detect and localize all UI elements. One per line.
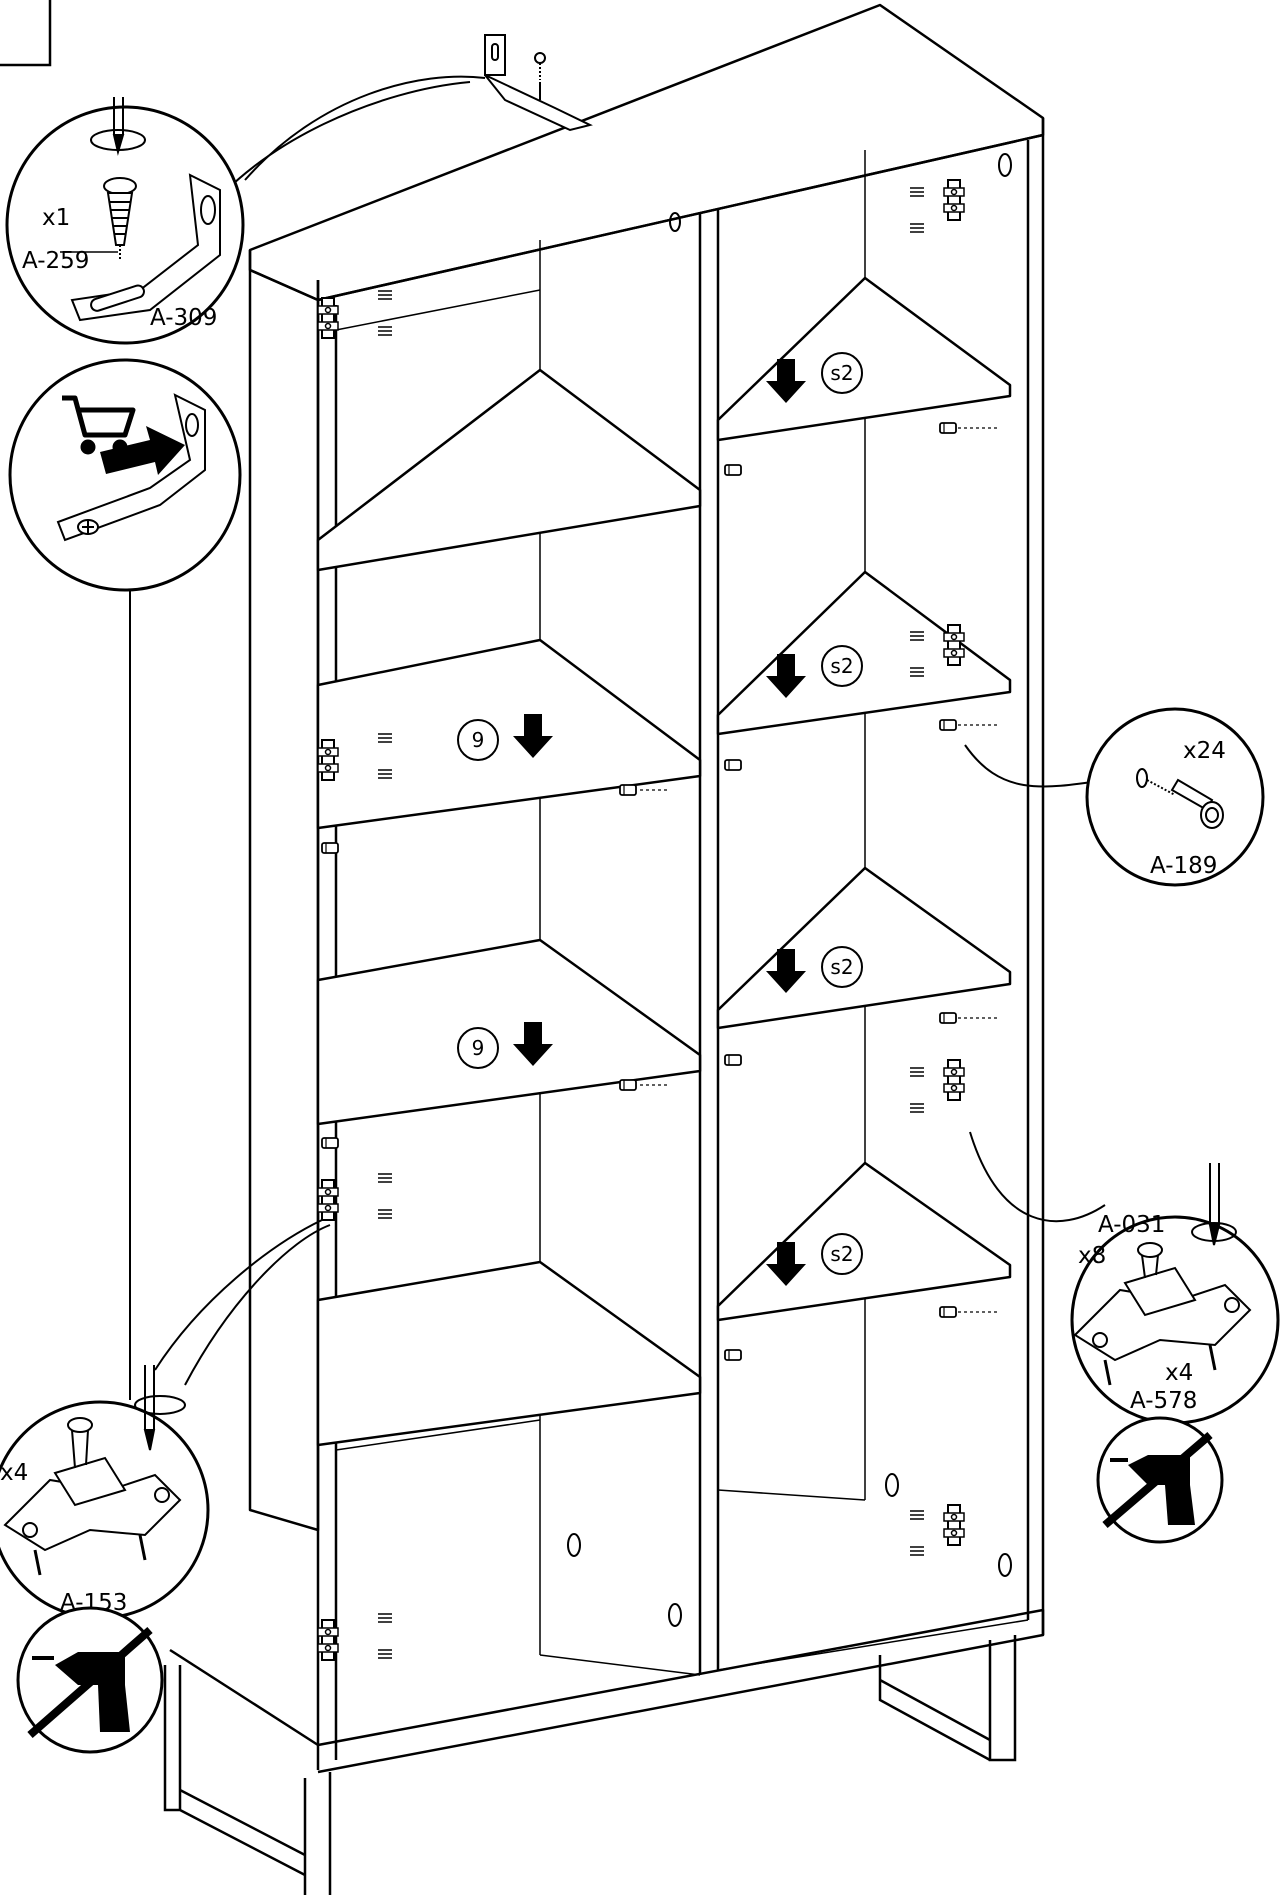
shelf-marker-right-2-label: s2 <box>830 654 853 678</box>
leg-back-left <box>163 1665 306 1877</box>
screwdriver-icon <box>1191 1163 1237 1246</box>
left-shelf-4 <box>316 1260 702 1447</box>
bracket-icon <box>70 173 221 322</box>
metal-legs <box>163 1635 1017 1895</box>
cabinet-left-side <box>248 250 320 1532</box>
callout-hinge-plate-left: x4 A-153 <box>0 1365 210 1620</box>
screw-right-code: A-031 <box>1098 1212 1165 1238</box>
left-shelves <box>316 368 702 1447</box>
shelf-marker-right-3: s2 <box>766 946 863 993</box>
callout-shelf-dowels: x24 A-189 <box>1085 707 1265 887</box>
right-shelf-1 <box>716 276 1012 442</box>
hinge-plate-left-quantity: x4 <box>0 1460 28 1486</box>
shelf-marker-left-1-label: 9 <box>472 728 485 752</box>
push-arrow-icon <box>100 426 185 475</box>
shelf-marker-right-1: s2 <box>766 352 863 403</box>
shelf-marker-left-1: 9 <box>457 714 553 761</box>
dowel-icon <box>1136 768 1224 829</box>
no-power-drill-icon <box>1096 1416 1224 1544</box>
shelf-marker-right-3-label: s2 <box>830 955 853 979</box>
anchor-quantity: x1 <box>42 205 70 231</box>
wall-bracket-icon <box>56 393 206 542</box>
right-shelf-3 <box>716 866 1012 1030</box>
cabinet <box>248 3 1045 1774</box>
hinge-plate-icon <box>1073 1242 1252 1386</box>
dowel-quantity: x24 <box>1183 738 1226 764</box>
cabinet-top <box>248 3 1045 302</box>
left-shelf-1 <box>316 368 702 572</box>
wall-bracket-top <box>484 34 593 132</box>
shelf-marker-left-2: 9 <box>457 1022 553 1069</box>
callout-hinge-plate-right: A-031 x8 x4 A-578 <box>1070 1163 1280 1425</box>
callout-screw-bracket: x1 A-259 A-309 <box>5 97 245 345</box>
shelf-marker-right-2: s2 <box>766 645 863 698</box>
shelf-marker-right-4: s2 <box>766 1233 863 1286</box>
hinge-plate-right-quantity: x4 <box>1165 1360 1193 1386</box>
left-shelf-3 <box>316 938 702 1126</box>
callout-push-to-wall <box>8 358 242 592</box>
screw-right-quantity: x8 <box>1078 1243 1106 1269</box>
hinge-plate-icon <box>3 1417 182 1576</box>
left-shelf-2 <box>316 638 702 830</box>
screw-icon <box>103 177 137 260</box>
screwdriver-icon <box>134 1365 186 1451</box>
leg-front-left <box>303 1772 332 1895</box>
right-shelves <box>716 276 1012 1322</box>
step-number-box <box>0 0 52 67</box>
center-divider <box>698 208 720 1675</box>
panel-holes <box>567 153 1012 1627</box>
hinge-plate-right-code: A-578 <box>1130 1388 1197 1414</box>
screwdriver-icon <box>90 97 146 156</box>
right-shelf-2 <box>716 570 1012 736</box>
shelf-marker-right-1-label: s2 <box>830 361 853 385</box>
screw-part-code: A-259 <box>22 248 89 274</box>
shelf-marker-right-4-label: s2 <box>830 1242 853 1266</box>
dowel-part-code: A-189 <box>1150 853 1217 879</box>
cabinet-bottom <box>317 1608 1045 1774</box>
no-power-drill-icon <box>16 1606 164 1754</box>
bracket-part-code: A-309 <box>150 305 217 331</box>
leg-front-right <box>988 1635 1017 1762</box>
right-shelf-4 <box>716 1161 1012 1322</box>
shelf-marker-left-2-label: 9 <box>472 1036 485 1060</box>
